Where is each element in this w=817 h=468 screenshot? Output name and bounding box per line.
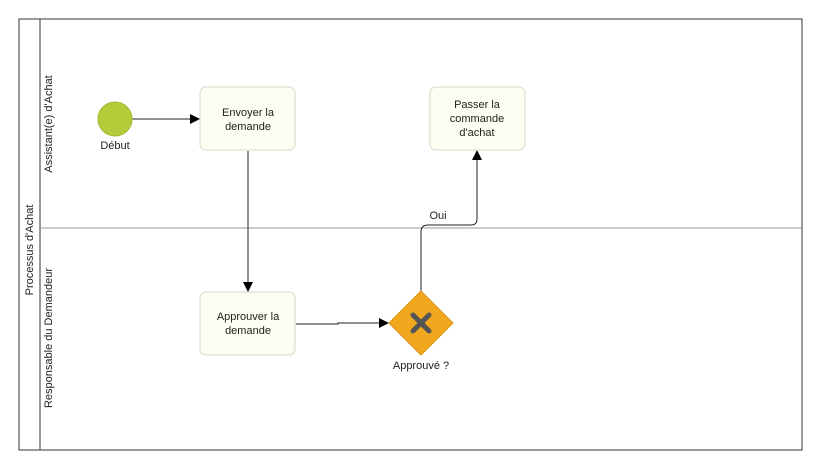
task-send-request[interactable]: Envoyer la demande [199,86,296,151]
start-event[interactable] [97,101,133,137]
pool-border [18,18,803,451]
lane-label-responsable: Responsable du Demandeur [43,268,55,408]
task-place-order-line3: d'achat [459,127,494,139]
task-place-order-line1: Passer la [454,99,501,111]
task-send-request-line2: demande [225,121,271,133]
task-approve-request[interactable]: Approuver la demande [199,291,296,356]
flow-yes-label: Oui [429,210,446,222]
task-approve-request-line2: demande [225,325,271,337]
flow-gateway-to-order [420,150,482,291]
exclusive-gateway[interactable] [388,290,454,356]
flow-approve-to-gateway [296,318,389,328]
gateway-x-icon [410,312,432,334]
task-send-request-line1: Envoyer la [222,107,275,119]
task-place-order[interactable]: Passer la commande d'achat [429,86,526,151]
gateway-label: Approuvé ? [393,360,449,372]
task-place-order-line2: commande [450,113,504,125]
lane-label-assistant: Assistant(e) d'Achat [43,75,55,172]
start-event-label: Début [100,140,129,152]
task-approve-request-line1: Approuver la [217,311,280,323]
pool-label: Processus d'Achat [24,205,36,296]
